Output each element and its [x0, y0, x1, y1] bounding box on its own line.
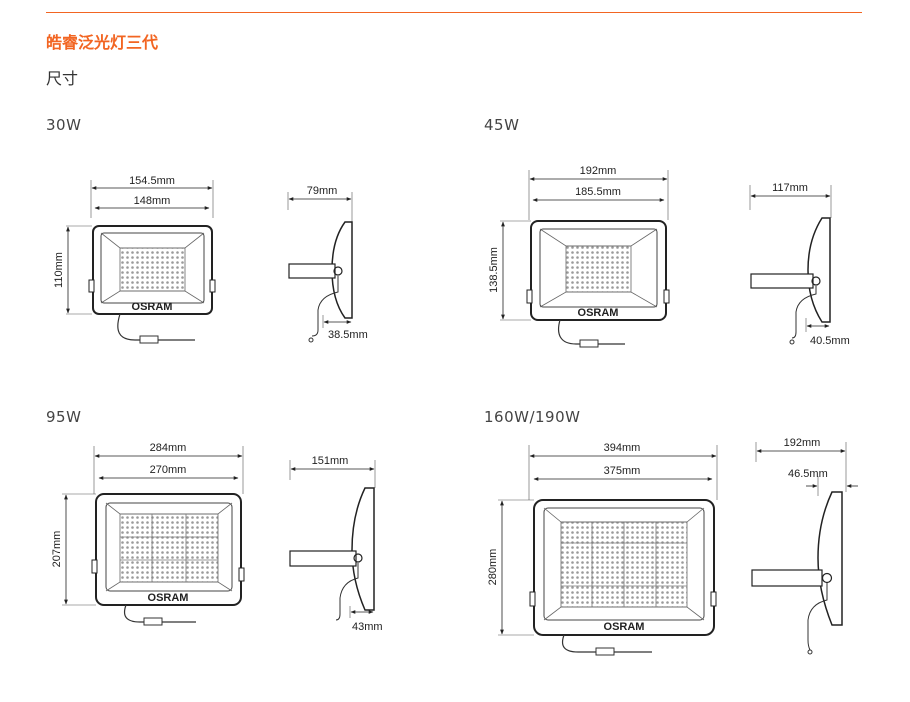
- brand-logo-95w: OSRAM: [148, 592, 189, 604]
- drawing-45w: 192mm 185.5mm 138.5mm OSRAM 117mm 40.5mm: [488, 165, 850, 348]
- height-45w: 138.5mm: [488, 247, 500, 293]
- drawing-95w: 284mm 270mm 207mm OSRAM 151mm 43mm: [51, 442, 383, 633]
- width-outer-160w-190w: 394mm: [604, 442, 641, 454]
- width-inner-45w: 185.5mm: [575, 186, 621, 198]
- drawing-30w: 154.5mm 148mm 110mm OSRAM 79mm 38.5mm: [53, 175, 368, 344]
- height-160w-190w: 280mm: [487, 549, 499, 586]
- width-inner-30w: 148mm: [134, 195, 171, 207]
- header-divider: [46, 12, 862, 13]
- bracket-45w: 40.5mm: [810, 335, 850, 347]
- power-label-160w-190w: 160W/190W: [484, 408, 581, 426]
- width-outer-45w: 192mm: [580, 165, 617, 177]
- section-title: 尺寸: [46, 69, 79, 88]
- depth-160w-190w: 192mm: [784, 437, 821, 449]
- depth-45w: 117mm: [772, 182, 808, 194]
- height-95w: 207mm: [51, 531, 63, 568]
- height-30w: 110mm: [53, 252, 65, 288]
- brand-logo-45w: OSRAM: [578, 307, 619, 319]
- brand-logo-30w: OSRAM: [132, 301, 173, 313]
- drawing-160w-190w: 394mm 375mm 280mm OSRAM 192mm 46.5mm: [487, 437, 858, 656]
- depth-95w: 151mm: [312, 455, 349, 467]
- page-title: 皓睿泛光灯三代: [46, 33, 159, 52]
- width-inner-95w: 270mm: [150, 464, 187, 476]
- width-outer-30w: 154.5mm: [129, 175, 175, 187]
- power-label-30w: 30W: [46, 116, 82, 134]
- brand-logo-160w-190w: OSRAM: [604, 621, 645, 633]
- power-label-45w: 45W: [484, 116, 520, 134]
- width-outer-95w: 284mm: [150, 442, 187, 454]
- bracket-160w-190w: 46.5mm: [788, 468, 828, 480]
- width-inner-160w-190w: 375mm: [604, 465, 641, 477]
- power-label-95w: 95W: [46, 408, 82, 426]
- depth-30w: 79mm: [307, 185, 338, 197]
- bracket-95w: 43mm: [352, 621, 383, 633]
- bracket-30w: 38.5mm: [328, 329, 368, 341]
